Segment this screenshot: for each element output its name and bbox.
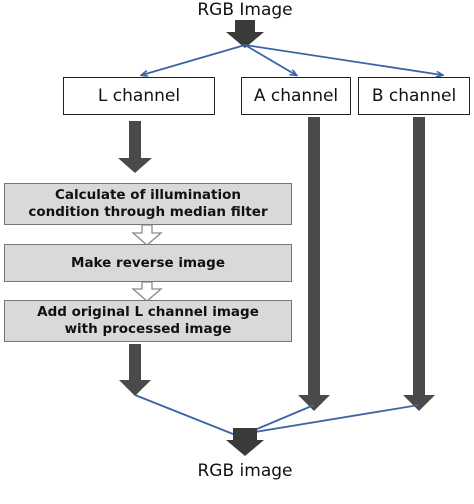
step2-to-step3-arrow [131, 281, 163, 302]
step3-line1: Add original L channel image [37, 304, 259, 320]
split-line-a [244, 44, 296, 75]
a-channel-down-arrow [298, 117, 330, 411]
b-channel-down-arrow [403, 117, 435, 411]
output-label: RGB image [197, 461, 293, 481]
input-label: RGB Image [197, 0, 293, 20]
step2-line1: Make reverse image [71, 254, 225, 271]
input-split-arrow [226, 20, 264, 48]
l-channel-down-arrow [118, 121, 152, 173]
b-channel-box: B channel [358, 77, 470, 115]
output-merge-arrow [226, 428, 264, 456]
merge-line-b [254, 404, 420, 433]
step-add-original-image: Add original L channel image with proces… [4, 300, 292, 342]
a-channel-box: A channel [241, 77, 351, 115]
step1-to-step2-arrow [131, 224, 163, 246]
l-output-down-arrow [119, 344, 151, 396]
split-line-l [142, 44, 246, 75]
split-line-b [244, 44, 442, 75]
step1-line1: Calculate of illumination [54, 187, 242, 203]
l-channel-box: L channel [63, 77, 215, 115]
step3-line2: with processed image [64, 321, 232, 337]
merge-line-l [134, 394, 234, 435]
step-make-reverse-image: Make reverse image [4, 244, 292, 282]
step1-line2: condition through median filter [28, 204, 268, 220]
step-calculate-illumination: Calculate of illumination condition thro… [4, 183, 292, 225]
